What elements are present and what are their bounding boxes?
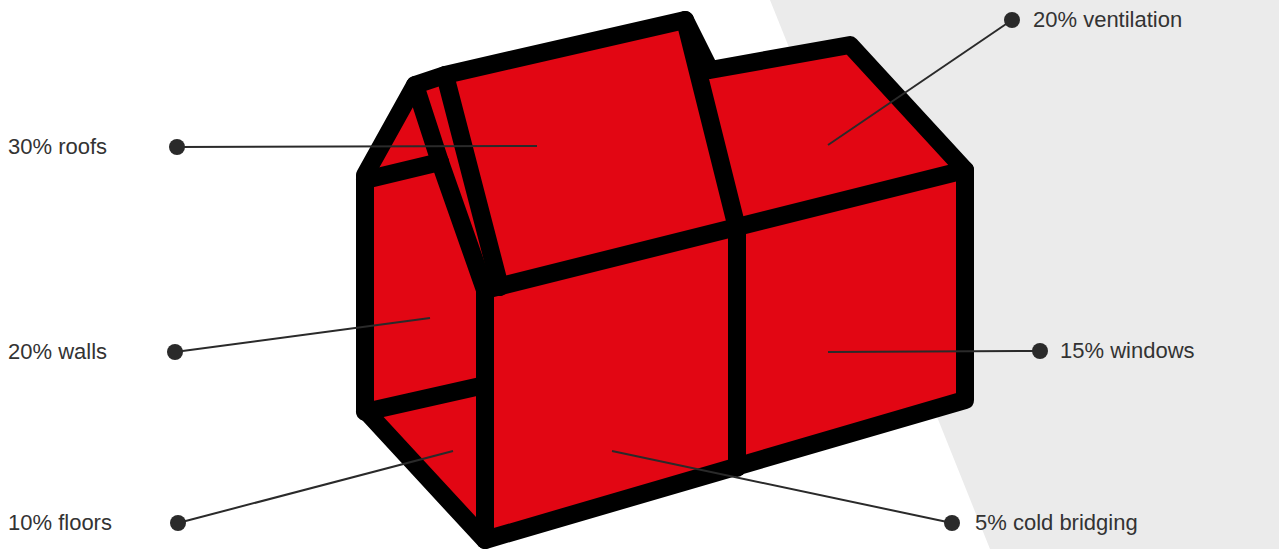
percentage-label: 10% floors xyxy=(8,510,112,536)
percentage-label: 20% walls xyxy=(8,339,107,365)
percentage-label: 5% cold bridging xyxy=(975,510,1138,536)
percentage-label: 20% ventilation xyxy=(1033,7,1182,33)
percentage-label: 30% roofs xyxy=(8,134,107,160)
percentage-label: 15% windows xyxy=(1060,338,1195,364)
leader-dots xyxy=(167,12,1048,531)
house xyxy=(365,20,965,540)
leader-lines xyxy=(175,20,1040,523)
